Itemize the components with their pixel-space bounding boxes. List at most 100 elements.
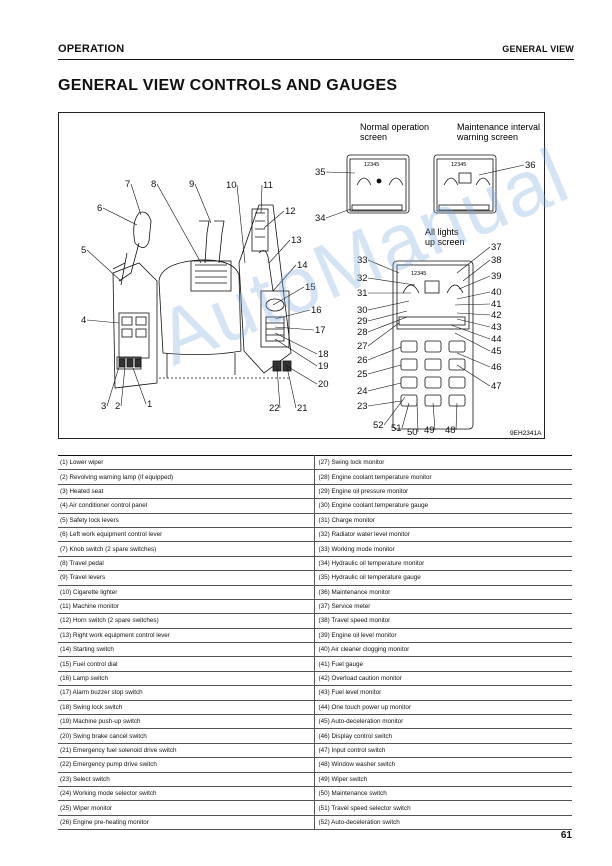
callout-15: 15 [305,282,316,293]
legend-item-left: (3) Heated seat [58,483,315,499]
callout-3: 3 [101,401,106,412]
leader-line-29 [367,310,408,322]
leader-line-37 [456,246,491,274]
leader-line-48 [455,402,458,431]
leader-line-27 [367,322,400,347]
leader-line-28 [367,316,408,333]
leader-line-50 [416,402,419,433]
header-rule [58,59,574,60]
callout-5: 5 [81,245,86,256]
all-lights-screen-label-2: up screen [425,237,465,247]
leader-line-23 [367,400,402,407]
callout-17: 17 [315,325,326,336]
leader-line-17 [274,326,315,331]
legend-row: (23) Select switch(49) Wiper switch [58,771,572,787]
legend-item-right: (48) Window washer switch [314,757,572,773]
callout-47: 47 [491,381,502,392]
callout-46: 46 [491,362,502,373]
legend-item-left: (7) Knob switch (2 spare switches) [58,541,315,557]
callout-42: 42 [491,310,502,321]
legend-item-right: (44) One touch power up monitor [314,699,572,715]
callout-1: 1 [147,399,152,410]
legend-item-left: (19) Machine push-up switch [58,714,315,729]
callout-20: 20 [318,379,329,390]
legend-item-left: (24) Working mode selector switch [58,785,315,801]
callout-4: 4 [81,315,86,326]
legend-item-right: (42) Overload caution monitor [314,670,572,686]
legend-item-left: (6) Left work equipment control lever [58,526,315,542]
page-title: GENERAL VIEW CONTROLS AND GAUGES [58,77,398,94]
legend-item-right: (49) Wiper switch [314,771,572,787]
legend-item-right: (37) Service meter [314,598,572,614]
leader-line-51 [401,402,410,429]
legend-item-left: (14) Starting switch [58,642,315,657]
legend-row: (7) Knob switch (2 spare switches)(33) W… [58,541,572,557]
callout-34: 34 [315,213,326,224]
callout-9: 9 [189,179,194,190]
legend-row: (4) Air conditioner control panel(30) En… [58,498,572,514]
legend-item-left: (18) Swing lock switch [58,699,315,715]
callout-21: 21 [297,403,308,414]
callout-12: 12 [285,206,296,217]
legend-item-left: (1) Lower wiper [58,454,315,470]
legend-item-right: (32) Radiator water level monitor [314,526,572,542]
legend-row: (2) Revolving warning lamp (if equipped)… [58,469,572,485]
leader-line-7 [130,183,142,216]
callout-24: 24 [357,386,368,397]
legend-item-right: (43) Fuel level monitor [314,685,572,701]
legend-row: (14) Starting switch(40) Air cleaner clo… [58,642,572,657]
leader-line-43 [456,318,491,328]
leader-line-11 [260,184,263,214]
legend-item-left: (16) Lamp switch [58,670,315,686]
callout-18: 18 [318,349,329,360]
service-meter-readout-2: 12345 [451,162,466,168]
callout-30: 30 [357,305,368,316]
leader-line-45 [454,332,491,352]
leader-line-39 [458,275,491,290]
leader-line-25 [367,364,402,375]
legend-item-right: (47) Input control switch [314,742,572,758]
leader-line-12 [263,210,285,229]
legend-row: (1) Lower wiper(27) Swing lock monitor [58,454,572,470]
legend-item-right: (40) Air cleaner clogging monitor [314,642,572,657]
leader-line-8 [156,183,202,264]
leader-line-26 [367,346,402,361]
leader-line-40 [456,291,491,300]
callout-8: 8 [151,179,156,190]
figure-code: 9EH2341A [510,430,542,437]
leader-line-24 [367,382,402,392]
leader-line-16 [274,309,311,320]
leader-line-9 [194,183,212,224]
leader-line-6 [102,207,138,226]
legend-item-right: (27) Swing lock monitor [314,454,572,470]
callout-29: 29 [357,316,368,327]
legend-item-right: (51) Travel speed selector switch [314,800,572,816]
legend-row: (25) Wiper monitor(51) Travel speed sele… [58,800,572,816]
legend-row: (21) Emergency fuel solenoid drive switc… [58,742,572,758]
legend-item-left: (25) Wiper monitor [58,800,315,816]
leader-line-22 [276,366,281,409]
legend-row: (20) Swing brake cancel switch(46) Displ… [58,728,572,744]
legend-item-right: (33) Working mode monitor [314,541,572,557]
callout-37: 37 [491,242,502,253]
legend-item-left: (15) Fuel control dial [58,656,315,672]
callout-7: 7 [125,179,130,190]
leader-line-13 [268,239,291,264]
legend-item-right: (35) Hydraulic oil temperature gauge [314,570,572,586]
callout-38: 38 [491,255,502,266]
legend-row: (9) Travel levers(35) Hydraulic oil temp… [58,570,572,586]
callout-2: 2 [115,401,120,412]
legend-item-left: (11) Machine monitor [58,598,315,614]
callout-16: 16 [311,305,322,316]
service-meter-readout-3: 12345 [411,271,426,277]
callout-33: 33 [357,255,368,266]
leader-line-1 [132,367,147,405]
leader-line-18 [274,332,318,355]
callout-50: 50 [407,427,418,438]
legend-item-right: (46) Display control switch [314,728,572,744]
legend-item-right: (28) Engine coolant temperature monitor [314,469,572,485]
leader-line-52 [383,396,406,426]
legend-row: (3) Heated seat(29) Engine oil pressure … [58,483,572,499]
legend-item-left: (5) Safety lock levers [58,512,315,528]
legend-item-right: (41) Fuel gauge [314,656,572,672]
